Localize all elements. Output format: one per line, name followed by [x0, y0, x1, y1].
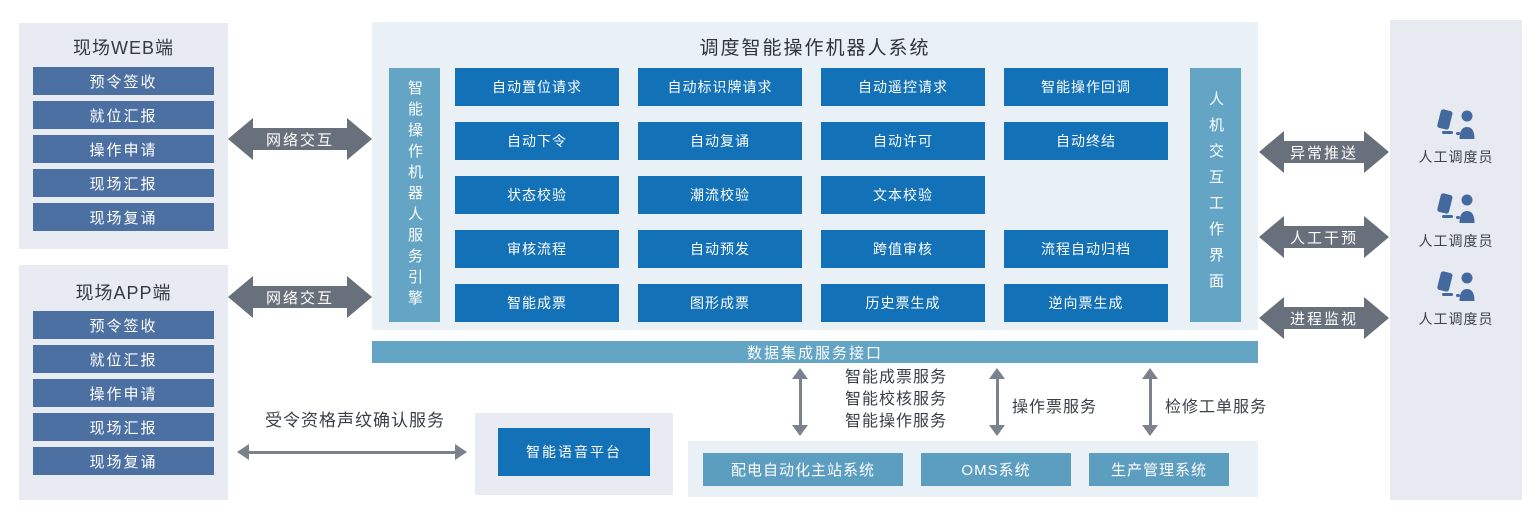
dispatcher-label: 人工调度员 — [1418, 311, 1494, 327]
service-link-labels-group1: 智能成票服务 智能校核服务 智能操作服务 — [845, 367, 947, 433]
fn-auto-remote-control-request: 自动遥控请求 — [821, 68, 985, 106]
service-label-maintenance-order: 检修工单服务 — [1165, 399, 1268, 416]
fn-auto-command: 自动下令 — [455, 122, 619, 160]
voice-platform-panel: 智能语音平台 — [475, 413, 673, 495]
service-label-smart-ticket: 智能成票服务 — [845, 369, 948, 386]
arrow-right-head — [1364, 131, 1389, 173]
fn-auto-readback: 自动复诵 — [638, 122, 802, 160]
person-at-desk-icon — [1437, 193, 1475, 223]
fn-auto-permit: 自动许可 — [821, 122, 985, 160]
robot-system-title: 调度智能操作机器人系统 — [699, 38, 931, 59]
network-link-label: 网络交互 — [253, 128, 347, 150]
web-item-order-signoff: 预令签收 — [33, 67, 214, 95]
voiceprint-link-arrow — [237, 444, 467, 460]
service-link-arrow-2 — [989, 368, 1005, 436]
dispatcher-group: 人工调度员 — [1390, 270, 1522, 329]
person-at-desk-icon — [1437, 271, 1475, 301]
field-web-panel: 现场WEB端 预令签收 就位汇报 操作申请 现场汇报 现场复诵 — [19, 23, 228, 249]
dispatcher-label: 人工调度员 — [1418, 233, 1494, 249]
fn-cross-shift-review: 跨值审核 — [821, 230, 985, 268]
fn-reverse-ticket: 逆向票生成 — [1004, 284, 1168, 322]
dispatcher-link-label: 人工干预 — [1284, 226, 1364, 248]
arrow-line — [247, 450, 457, 454]
app-item-site-report: 现场汇报 — [33, 413, 214, 441]
dispatcher-label: 人工调度员 — [1418, 149, 1494, 165]
field-web-items: 预令签收 就位汇报 操作申请 现场汇报 现场复诵 — [33, 67, 214, 237]
function-row: 自动下令 自动复诵 自动许可 自动终结 — [455, 122, 1168, 160]
fn-auto-preissue: 自动预发 — [638, 230, 802, 268]
app-item-operation-request: 操作申请 — [33, 379, 214, 407]
fn-auto-archive: 流程自动归档 — [1004, 230, 1168, 268]
fn-review-flow: 审核流程 — [455, 230, 619, 268]
dispatcher-group: 人工调度员 — [1390, 108, 1522, 167]
network-link-arrow-app: 网络交互 — [228, 276, 372, 318]
dispatcher-link-arrow-intervene: 人工干预 — [1259, 216, 1389, 258]
web-item-operation-request: 操作申请 — [33, 135, 214, 163]
web-item-site-report: 现场汇报 — [33, 169, 214, 197]
arrow-left-head — [1259, 297, 1284, 339]
service-label-smart-operation: 智能操作服务 — [845, 413, 948, 430]
app-item-order-signoff: 预令签收 — [33, 311, 214, 339]
function-row: 智能成票 图形成票 历史票生成 逆向票生成 — [455, 284, 1168, 322]
dispatcher-link-label: 异常推送 — [1284, 141, 1364, 163]
field-app-panel-title: 现场APP端 — [75, 283, 172, 303]
voiceprint-service-label: 受令资格声纹确认服务 — [265, 411, 445, 430]
dispatcher-link-label: 进程监视 — [1284, 307, 1364, 329]
arrow-left-head — [1259, 131, 1284, 173]
dispatcher-link-arrow-monitor: 进程监视 — [1259, 297, 1389, 339]
fn-history-ticket: 历史票生成 — [821, 284, 985, 322]
voice-platform-box: 智能语音平台 — [498, 428, 650, 476]
data-integration-bus: 数据集成服务接口 — [372, 341, 1258, 363]
function-grid: 自动置位请求 自动标识牌请求 自动遥控请求 智能操作回调 自动下令 自动复诵 自… — [455, 68, 1168, 338]
system-distribution-automation: 配电自动化主站系统 — [703, 452, 903, 486]
fn-auto-tag-request: 自动标识牌请求 — [638, 68, 802, 106]
web-item-inplace-report: 就位汇报 — [33, 101, 214, 129]
downstream-systems-panel: 配电自动化主站系统 OMS系统 生产管理系统 — [688, 441, 1258, 497]
arrow-right-head — [1364, 216, 1389, 258]
field-app-items: 预令签收 就位汇报 操作申请 现场汇报 现场复诵 — [33, 311, 214, 481]
system-production-management: 生产管理系统 — [1089, 452, 1229, 486]
service-label-operation-ticket: 操作票服务 — [1012, 399, 1098, 416]
arrow-line — [798, 377, 802, 427]
dispatcher-strip: 人工调度员 人工调度员 — [1390, 20, 1522, 500]
field-web-panel-title: 现场WEB端 — [72, 38, 174, 58]
arrow-line — [1148, 377, 1152, 427]
network-link-arrow-web: 网络交互 — [228, 118, 372, 160]
fn-smart-ticket: 智能成票 — [455, 284, 619, 322]
fn-auto-terminate: 自动终结 — [1004, 122, 1168, 160]
network-link-label: 网络交互 — [253, 286, 347, 308]
app-item-site-readback: 现场复诵 — [33, 447, 214, 475]
dispatcher-group: 人工调度员 — [1390, 192, 1522, 251]
arrow-left-head — [228, 276, 253, 318]
fn-state-check: 状态校验 — [455, 176, 619, 214]
arrow-left-head — [228, 118, 253, 160]
fn-smart-operation-callback: 智能操作回调 — [1004, 68, 1168, 106]
service-link-arrow-3 — [1142, 368, 1158, 436]
robot-system-panel: 调度智能操作机器人系统 智能操作机器人服务引擎 人机交互工作界面 自动置位请求 … — [372, 22, 1258, 330]
service-link-arrow-1 — [792, 368, 808, 436]
function-row: 状态校验 潮流校验 文本校验 — [455, 176, 1168, 214]
system-oms: OMS系统 — [921, 452, 1071, 486]
app-item-inplace-report: 就位汇报 — [33, 345, 214, 373]
fn-text-check: 文本校验 — [821, 176, 985, 214]
dispatcher-link-arrow-push: 异常推送 — [1259, 131, 1389, 173]
hmi-workbench-bar: 人机交互工作界面 — [1190, 68, 1241, 322]
fn-graphic-ticket: 图形成票 — [638, 284, 802, 322]
arrow-line — [995, 377, 999, 427]
field-app-panel: 现场APP端 预令签收 就位汇报 操作申请 现场汇报 现场复诵 — [19, 265, 228, 500]
service-label-smart-check: 智能校核服务 — [845, 391, 948, 408]
fn-powerflow-check: 潮流校验 — [638, 176, 802, 214]
function-row: 审核流程 自动预发 跨值审核 流程自动归档 — [455, 230, 1168, 268]
service-engine-bar: 智能操作机器人服务引擎 — [389, 68, 440, 322]
web-item-site-readback: 现场复诵 — [33, 203, 214, 231]
arrow-right-head — [1364, 297, 1389, 339]
person-at-desk-icon — [1437, 109, 1475, 139]
arrow-right-head — [347, 118, 372, 160]
function-row: 自动置位请求 自动标识牌请求 自动遥控请求 智能操作回调 — [455, 68, 1168, 106]
arrow-left-head — [1259, 216, 1284, 258]
fn-auto-setpoint-request: 自动置位请求 — [455, 68, 619, 106]
arrow-right-head — [347, 276, 372, 318]
